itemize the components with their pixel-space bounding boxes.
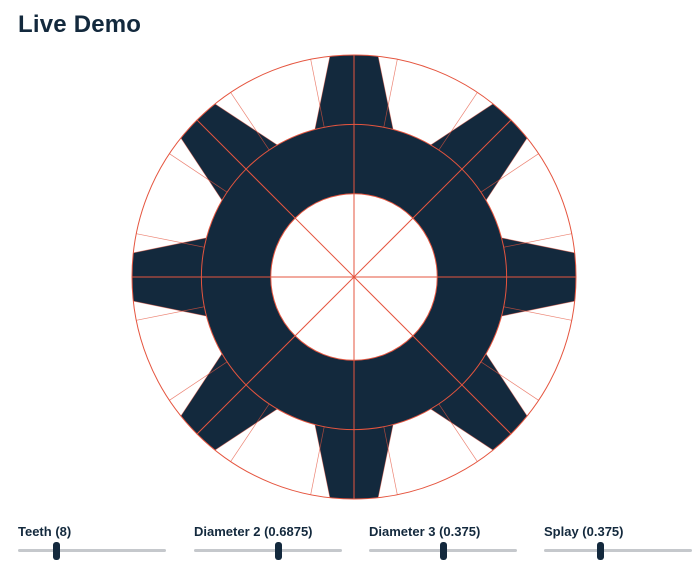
division-guide — [136, 233, 205, 248]
tooth-axis-guide — [196, 276, 355, 435]
tooth-edge-guide — [430, 408, 494, 451]
tooth-edge-guide — [377, 424, 394, 498]
page-title: Live Demo — [18, 11, 142, 38]
division-guide — [383, 426, 398, 495]
diameter-3-label: Diameter 3 (0.375) — [369, 524, 481, 539]
teeth-control: Teeth (8) — [18, 518, 166, 570]
teeth-label: Teeth (8) — [18, 524, 72, 539]
splay-control: Splay (0.375) — [544, 518, 692, 570]
division-guide — [480, 361, 539, 401]
tooth-edge-guide — [501, 237, 575, 254]
diameter-2-control: Diameter 2 (0.6875) — [194, 518, 342, 570]
division-guide — [503, 306, 572, 321]
diameter-2-label: Diameter 2 (0.6875) — [194, 524, 313, 539]
division-guide — [310, 59, 325, 128]
tooth-axis-guide — [353, 276, 512, 435]
tooth-edge-guide — [314, 424, 331, 498]
tooth-edge-guide — [430, 103, 494, 146]
splay-label: Splay (0.375) — [544, 524, 624, 539]
tooth-edge-guide — [501, 300, 575, 317]
tooth-edge-guide — [180, 137, 223, 201]
division-guide — [503, 233, 572, 248]
tooth-edge-guide — [133, 237, 207, 254]
splay-slider[interactable] — [544, 549, 692, 552]
division-guide — [480, 153, 539, 193]
division-guide — [230, 403, 270, 462]
tooth-axis-guide — [196, 119, 355, 278]
division-guide — [230, 92, 270, 151]
diameter-3-control: Diameter 3 (0.375) — [369, 518, 517, 570]
division-guide — [310, 426, 325, 495]
tooth-edge-guide — [214, 103, 278, 146]
tooth-edge-guide — [133, 300, 207, 317]
tooth-edge-guide — [377, 56, 394, 130]
splay-slider-thumb[interactable] — [596, 542, 604, 560]
diameter-2-slider[interactable] — [194, 549, 342, 552]
division-guide — [438, 403, 478, 462]
division-guide — [169, 361, 228, 401]
slider-controls: Teeth (8) Diameter 2 (0.6875) Diameter 3… — [0, 518, 700, 570]
tooth-edge-guide — [180, 353, 223, 417]
division-guide — [383, 59, 398, 128]
tooth-edge-guide — [485, 353, 528, 417]
tooth-axis-guide — [353, 119, 512, 278]
guide-layer — [131, 54, 577, 500]
tooth-edge-guide — [485, 137, 528, 201]
tooth-edge-guide — [214, 408, 278, 451]
division-guide — [438, 92, 478, 151]
division-guide — [136, 306, 205, 321]
gear-canvas — [131, 54, 577, 500]
diameter-2-slider-thumb[interactable] — [274, 542, 282, 560]
teeth-slider[interactable] — [18, 549, 166, 552]
tooth-edge-guide — [314, 56, 331, 130]
division-guide — [169, 153, 228, 193]
diameter-3-slider-thumb[interactable] — [439, 542, 447, 560]
teeth-slider-thumb[interactable] — [52, 542, 60, 560]
